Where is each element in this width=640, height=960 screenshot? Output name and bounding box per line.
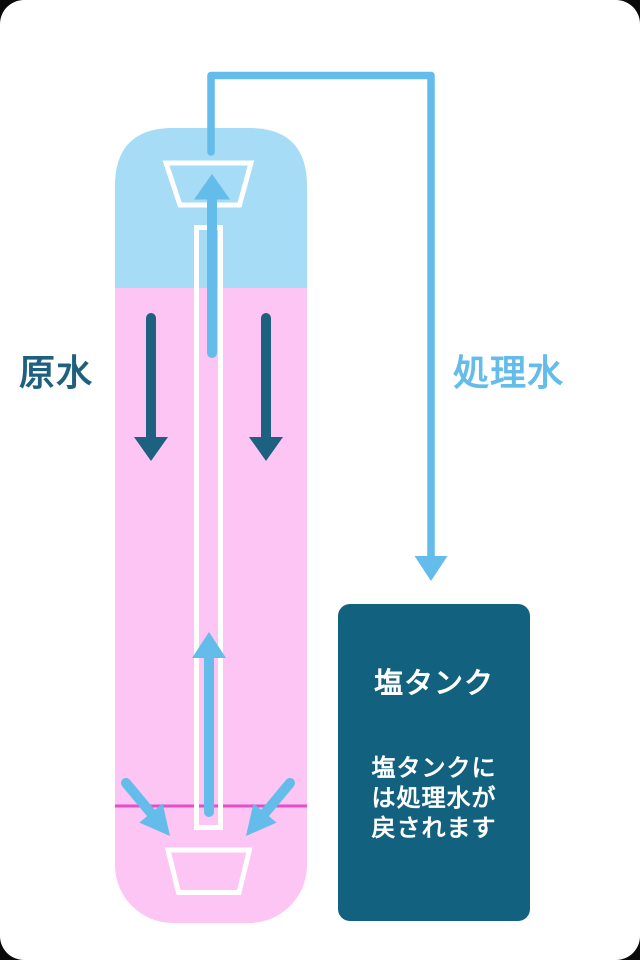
inflow-arrow-right bbox=[246, 778, 295, 836]
salt-tank-box: 塩タンク 塩タンクに は処理水が 戻されます bbox=[338, 604, 530, 921]
inflow-arrow-left bbox=[121, 778, 170, 836]
raw-water-label: 原水 bbox=[19, 352, 94, 393]
salt-tank-title: 塩タンク bbox=[373, 668, 494, 700]
riser-up-arrow-bottom bbox=[192, 632, 226, 817]
riser-up-arrow-top bbox=[194, 174, 230, 358]
salt-tank-description-line: は処理水が bbox=[371, 785, 497, 812]
salt-tank-description-line: 戻されます bbox=[371, 815, 497, 842]
upper-distributor-funnel bbox=[162, 160, 255, 208]
raw-water-down-arrow-left bbox=[134, 313, 168, 461]
raw-water-down-arrow-right bbox=[249, 313, 283, 461]
salt-tank-description: 塩タンクに は処理水が 戻されます bbox=[338, 754, 530, 844]
treated-water-label: 処理水 bbox=[453, 352, 565, 393]
salt-tank-description-line: 塩タンクに bbox=[371, 755, 497, 782]
tank-body-resin bbox=[115, 128, 307, 923]
treated-water-arrowhead-icon bbox=[414, 556, 448, 581]
treated-water-pipe bbox=[207, 71, 435, 561]
lower-distributor-funnel bbox=[164, 847, 253, 895]
